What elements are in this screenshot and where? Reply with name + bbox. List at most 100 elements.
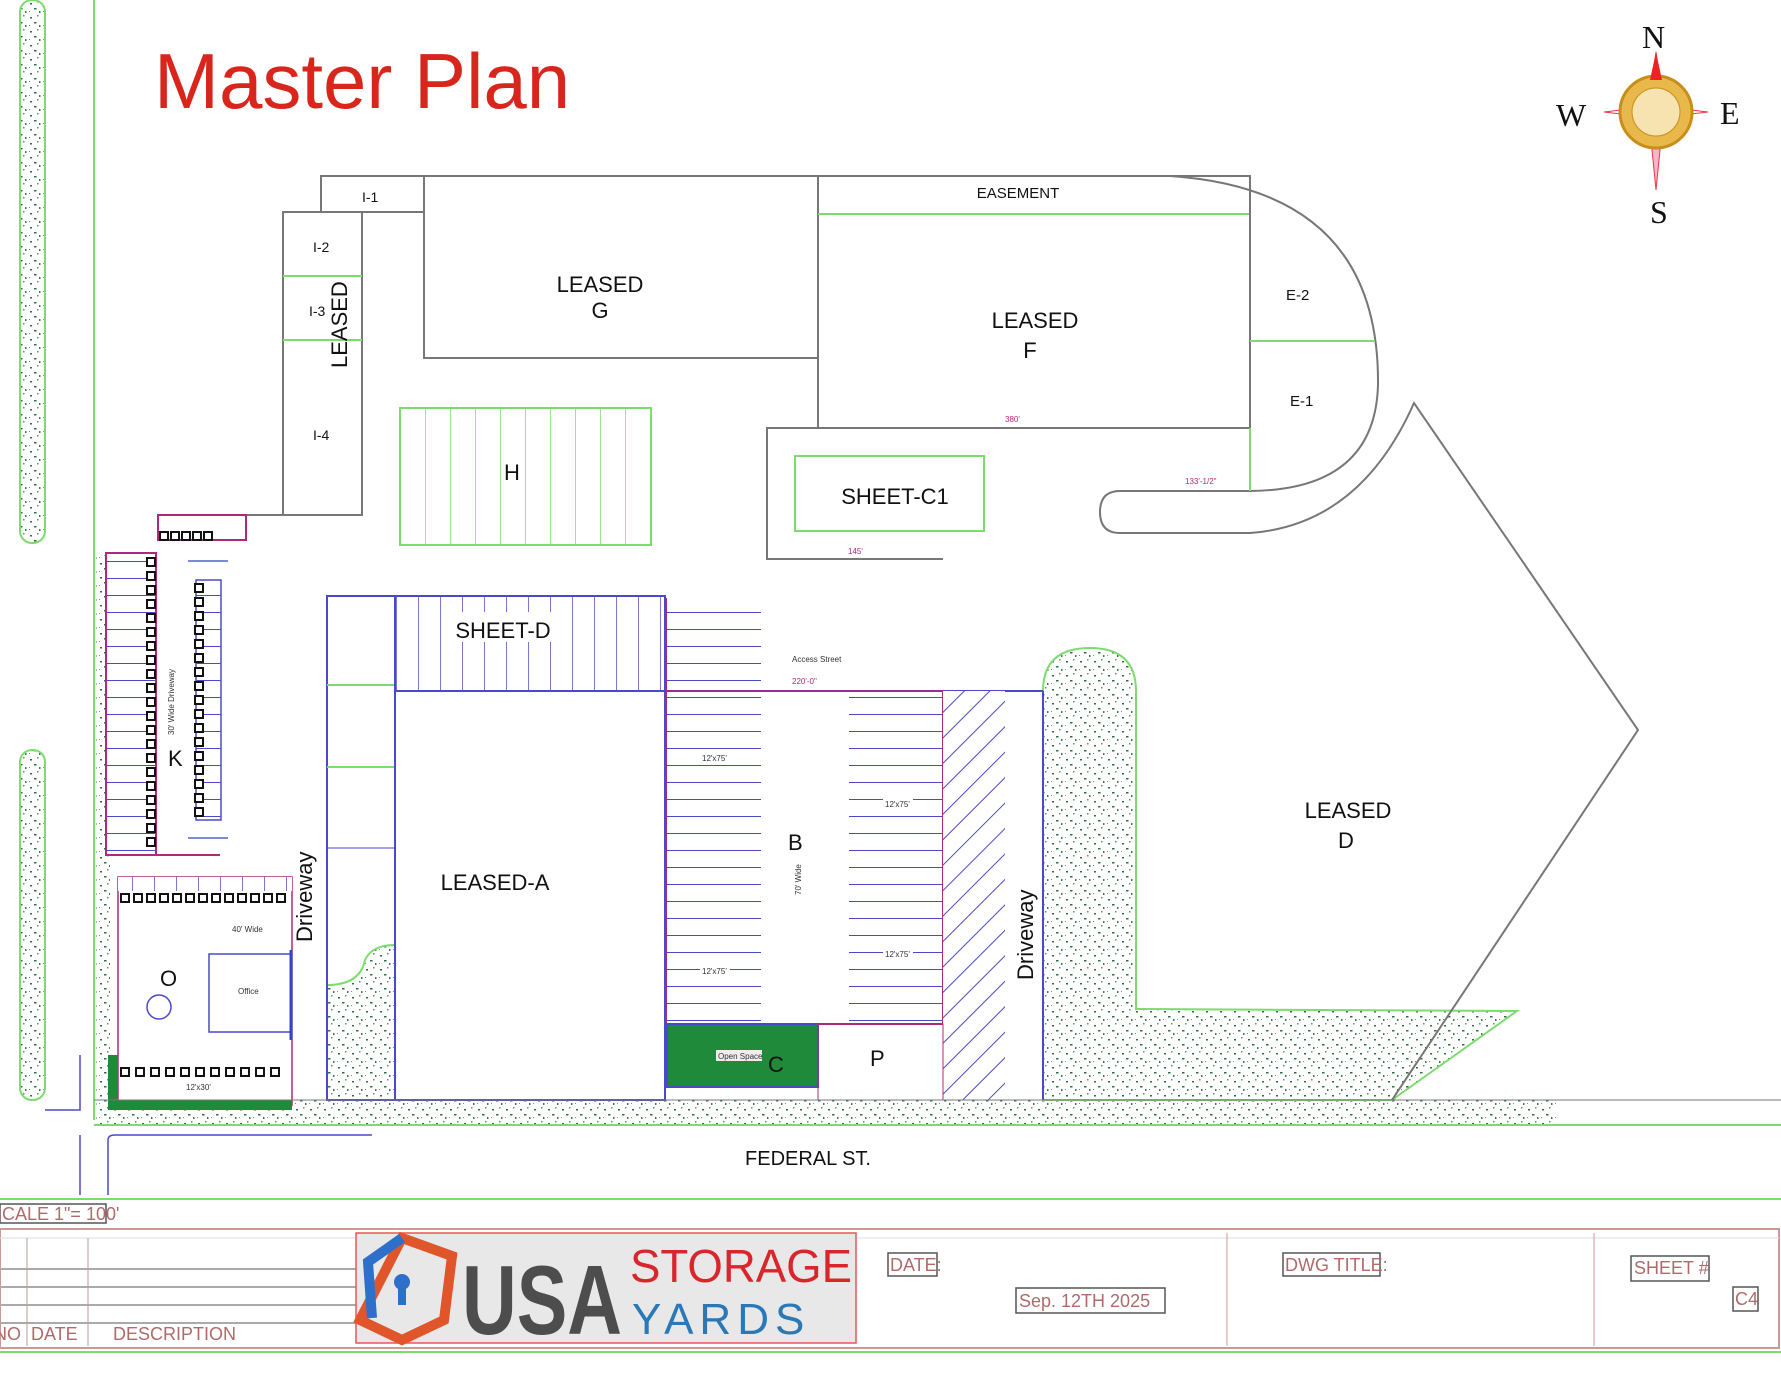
container-unit [146,893,156,903]
parcel-leased-f: EASEMENT LEASED F 380' [817,175,1251,429]
container-unit [159,531,169,541]
parcel-i1-label: I-1 [362,189,379,205]
driveway-hatched [943,691,1005,1100]
parcel-e1-label: E-1 [1290,393,1313,410]
dwg-title-label: DWG TITLE: [1285,1255,1388,1275]
container-unit [211,893,221,903]
compass-rose: N S W E [1556,19,1740,230]
property-boundary [321,175,1640,1101]
compass-e: E [1720,95,1740,131]
container-unit [165,1067,175,1077]
container-unit [146,823,156,833]
keyhole-slot-icon [398,1285,406,1305]
container-unit [194,653,204,663]
container-unit [146,571,156,581]
container-unit [194,709,204,719]
container-unit [146,627,156,637]
container-unit [120,893,130,903]
parcel-p: P [817,1023,944,1101]
container-unit [194,765,204,775]
container-unit [224,893,234,903]
container-unit [133,893,143,903]
unit-size-label: 12'x75' [885,950,910,959]
container-unit [263,893,273,903]
parcel-sheet-c1: SHEET-C1 145' [766,427,985,560]
container-unit [270,1067,280,1077]
container-unit [194,807,204,817]
landscape-band [96,1100,1556,1124]
landscape-area [326,943,396,1101]
shield-accent-icon [362,1233,405,1319]
parcel-d-sheet-label: SHEET-D [455,618,550,643]
container-unit [181,531,191,541]
dimension-label: 220'-0" [792,677,817,686]
easement-label: EASEMENT [977,185,1060,202]
container-unit [250,893,260,903]
parcel-i2-label: I-2 [313,239,330,255]
logo-yards: YARDS [632,1295,810,1344]
container-unit [159,893,169,903]
container-unit [146,795,156,805]
container-unit [210,1067,220,1077]
container-unit [203,531,213,541]
o-units-label: 12'x30' [186,1083,211,1092]
parcel-c1-label: SHEET-C1 [841,484,949,509]
open-space-label: Open Space [718,1052,763,1061]
container-unit [146,725,156,735]
office-label: Office [238,987,259,996]
compass-n: N [1642,19,1665,55]
container-unit [194,793,204,803]
container-units [120,893,286,1077]
dimension-label: 133'-1/2" [1185,477,1217,486]
parcel-g-letter: G [591,298,608,323]
parcel-f-letter: F [1023,338,1036,363]
parcel-d-label: LEASED [1305,798,1392,823]
parcel-sheet-d: SHEET-D [394,595,666,692]
container-unit [120,1067,130,1077]
container-unit [180,1067,190,1077]
rev-no-header: NO [0,1324,21,1344]
container-unit [194,625,204,635]
parcel-b: Access Street 220'-0" B 70' Wide 12'x75'… [660,598,1043,1025]
container-unit [194,723,204,733]
container-unit [194,681,204,691]
parcel-b-label: B [788,830,803,855]
container-unit [255,1067,265,1077]
landscape-strip [19,0,46,544]
container-unit [237,893,247,903]
parcel-e2-label: E-2 [1286,287,1309,304]
container-unit [194,583,204,593]
parcel-leased-a: LEASED-A [394,690,666,1101]
container-unit [146,641,156,651]
parcel-f-label: LEASED [992,308,1079,333]
o-width-label: 40' Wide [232,925,263,934]
parcel-i: I-1 I-2 I-3 I-4 LEASED [227,175,425,516]
container-unit [195,1067,205,1077]
container-unit [194,695,204,705]
parcel-h-label: H [504,460,520,485]
b-width-label: 70' Wide [794,864,803,895]
parcel-h: H [399,407,652,546]
container-unit [146,613,156,623]
driveway-label: Driveway [292,852,317,942]
landscape-area [1042,646,1521,1101]
container-unit [146,767,156,777]
container-unit [146,655,156,665]
logo-storage: STORAGE [630,1240,852,1292]
title-block: SCALE 1"= 100' NO DATE DESCRIPTION USA S… [0,1203,1780,1355]
container-unit [240,1067,250,1077]
access-street-label: Access Street [792,655,842,664]
parcel-c: Open Space C [666,1023,819,1088]
compass-north-arrow-icon [1650,52,1662,80]
street-label: FEDERAL ST. [745,1148,871,1170]
container-unit [146,753,156,763]
parcel-e: E-2 E-1 133'-1/2" [1185,194,1375,491]
parcel-d-letter: D [1338,828,1354,853]
page-title: Master Plan [154,37,570,125]
k-driveway-label: 30' Wide Driveway [167,669,176,735]
compass-w: W [1556,97,1587,133]
scale-label: SCALE 1"= 100' [0,1204,119,1224]
parcel-c-label: C [768,1052,784,1077]
container-unit [146,599,156,609]
